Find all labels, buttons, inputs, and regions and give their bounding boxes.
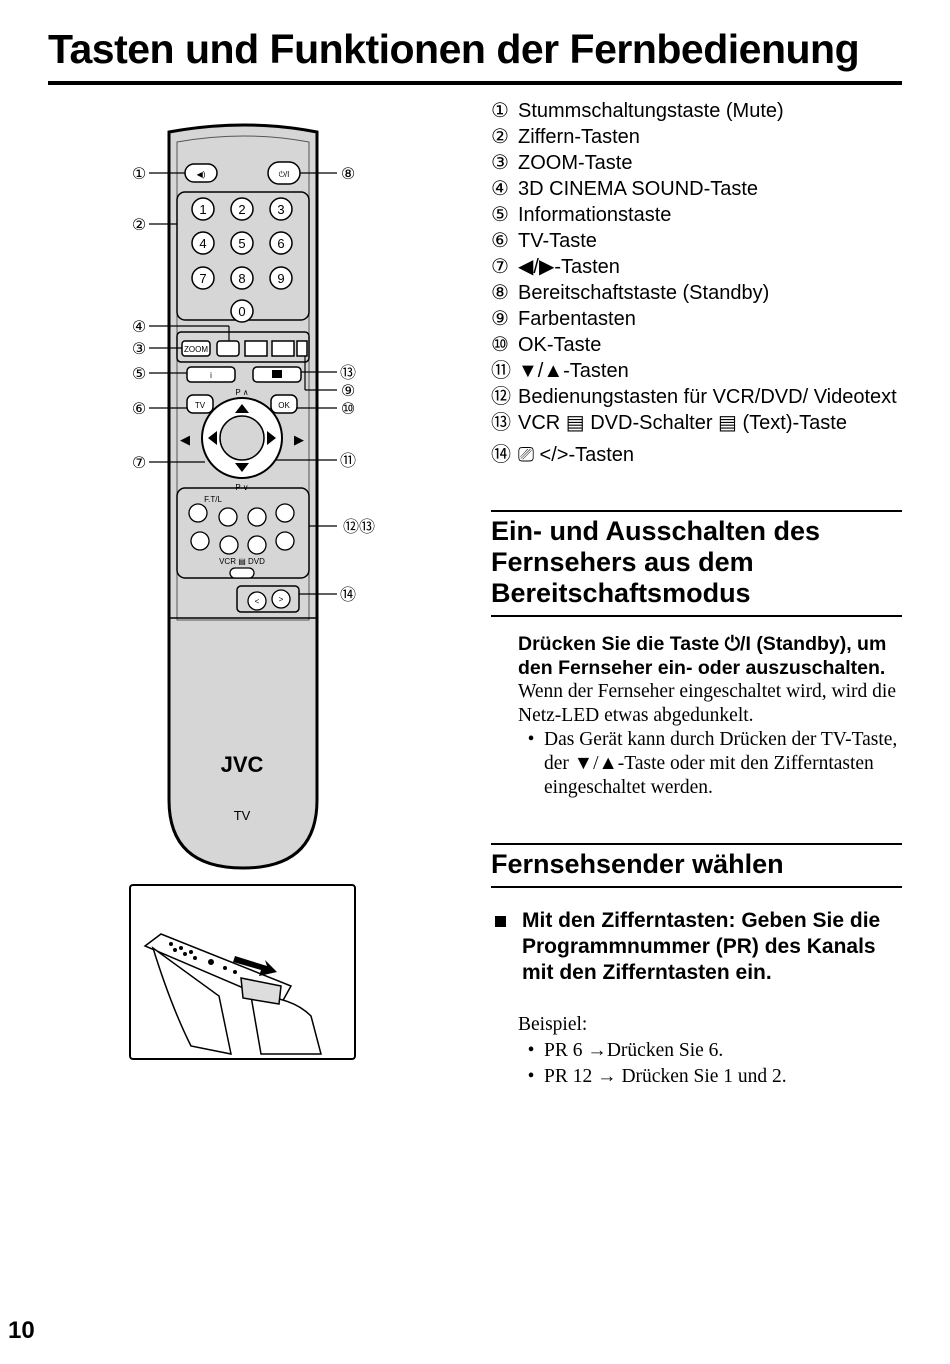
info-button xyxy=(186,366,236,383)
key-3: 3 xyxy=(277,202,284,217)
svg-text:▶: ▶ xyxy=(294,432,304,447)
tv-label: TV xyxy=(195,401,206,410)
section2-item-title: Mit den Zifferntasten: Geben Sie die Pro… xyxy=(522,909,881,984)
callout-6: ⑥ xyxy=(132,399,146,418)
page-title: Tasten und Funktionen der Fernbedienung xyxy=(48,26,860,72)
color-button-2 xyxy=(271,340,295,357)
callout-14: ⑭ xyxy=(340,585,356,604)
callout-10: ⑩ xyxy=(341,399,355,418)
section1-instruction: Drücken Sie die Taste ⏻/I (Standby), um … xyxy=(518,632,902,800)
callout-8: ⑧ xyxy=(341,164,355,183)
p-up-label: P ∧ xyxy=(235,388,248,397)
key-0: 0 xyxy=(238,304,245,319)
key-4: 4 xyxy=(199,236,206,251)
page-number: 10 xyxy=(8,1317,35,1344)
section2-heading: Fernsehsender wählen xyxy=(491,849,784,879)
vcr-dvd-label: VCR ▤ DVD xyxy=(219,557,265,566)
svg-text:i: i xyxy=(210,371,212,380)
svg-text:◀: ◀ xyxy=(180,432,190,447)
section2-bottom-rule xyxy=(491,886,902,888)
color-button-3 xyxy=(296,340,308,357)
callout-1: ① xyxy=(132,164,146,183)
key-2: 2 xyxy=(238,202,245,217)
key-5: 5 xyxy=(238,236,245,251)
color-button-1 xyxy=(244,340,268,357)
section2-top-rule xyxy=(491,843,902,845)
legend-row: ⑭⎚ </>-Tasten xyxy=(491,444,635,466)
callout-7: ⑦ xyxy=(132,453,146,472)
legend-row: ⑦◀/▶-Tasten xyxy=(491,256,620,278)
section1-top-rule xyxy=(491,510,902,512)
section1-heading: Ein- und Ausschalten des Fernsehers aus … xyxy=(491,516,821,608)
gt-key-label: > xyxy=(279,595,284,604)
section1-bottom-rule xyxy=(491,615,902,617)
svg-text:◀): ◀) xyxy=(197,170,206,179)
callout-3: ③ xyxy=(132,339,146,358)
example-label: Beispiel: xyxy=(518,1014,588,1035)
key-6: 6 xyxy=(277,236,284,251)
key-1: 1 xyxy=(199,202,206,217)
key-8: 8 xyxy=(238,271,245,286)
remote-body xyxy=(167,123,319,870)
remote-control-illustration: .k { font-family: "Liberation Sans", san… xyxy=(132,123,375,870)
vcr-dvd-keys xyxy=(188,503,295,555)
callout-4: ④ xyxy=(132,317,146,336)
title-divider xyxy=(48,81,902,85)
ok-button xyxy=(270,394,298,414)
vcr-dvd-switch xyxy=(229,567,255,579)
callout-11: ⑪ xyxy=(340,451,356,470)
legend-row: ⑪▼/▲-Tasten xyxy=(491,360,629,382)
number-keys: 1 2 3 4 5 6 7 8 9 0 xyxy=(191,197,293,323)
zoom-label: ZOOM xyxy=(184,345,208,354)
key-9: 9 xyxy=(277,271,284,286)
key-7: 7 xyxy=(199,271,206,286)
tv-button xyxy=(186,394,214,414)
callout-13: ⑬ xyxy=(340,363,356,382)
battery-cover-illustration xyxy=(129,884,356,1060)
lt-key-label: < xyxy=(255,597,260,606)
square-bullet-icon xyxy=(495,916,506,927)
navigation-pad xyxy=(201,397,283,479)
ok-label: OK xyxy=(278,401,290,410)
standby-label: ⏻/I xyxy=(279,170,290,179)
model-label: TV xyxy=(234,808,251,823)
list-item: •Das Gerät kann durch Drücken der TV-Tas… xyxy=(527,729,898,798)
brand-logo: JVC xyxy=(221,752,264,777)
callout-5: ⑤ xyxy=(132,364,146,383)
callout-9: ⑨ xyxy=(341,381,355,400)
section2-item: Mit den Zifferntasten: Geben Sie die Pro… xyxy=(491,908,902,986)
list-item: •PR 12 → Drücken Sie 1 und 2. xyxy=(527,1066,787,1087)
ftl-label: F.T/L xyxy=(204,495,222,504)
section2-example: Beispiel: •PR 6 →Drücken Sie 6. •PR 12 →… xyxy=(518,1013,902,1089)
3d-cinema-button xyxy=(216,340,240,357)
callout-2: ② xyxy=(132,215,146,234)
instruction-text: Drücken Sie die Taste ⏻/I (Standby), um … xyxy=(518,633,887,679)
callout-12-13: ⑫⑬ xyxy=(343,517,375,536)
section1-body: Wenn der Fernseher eingeschaltet wird, w… xyxy=(518,681,897,726)
list-item: •PR 6 →Drücken Sie 6. xyxy=(527,1040,724,1061)
